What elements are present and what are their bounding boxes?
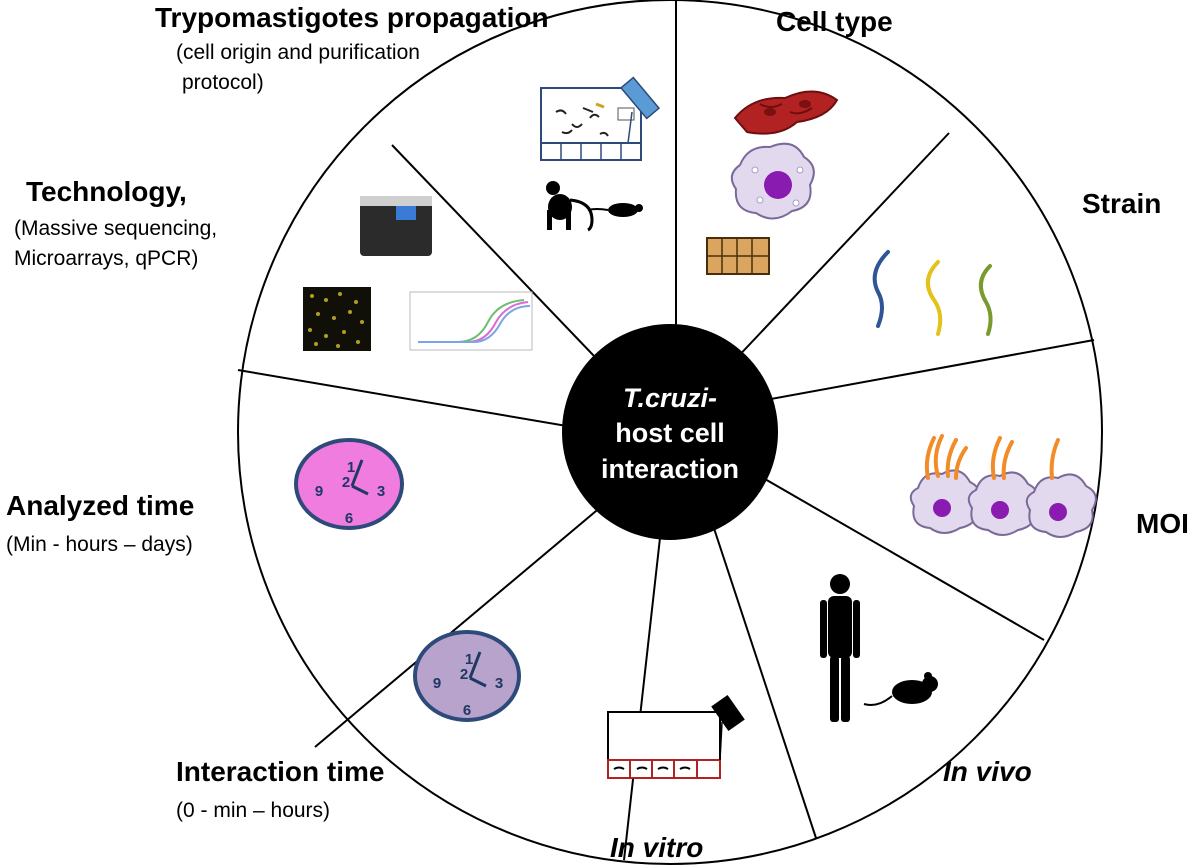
spoke	[623, 501, 665, 861]
center-circle	[562, 324, 778, 540]
clock-number-6: 6	[345, 510, 353, 527]
monkey-icon	[546, 181, 594, 232]
in-vivo-title: In vivo	[943, 756, 1032, 787]
analyzed-clock-face	[294, 438, 404, 530]
wheel-spokes	[237, 0, 1095, 861]
clock-number-3: 3	[495, 675, 503, 692]
clock-number-6: 6	[463, 702, 471, 719]
microarray-spots	[308, 292, 364, 348]
spoke	[737, 339, 1095, 406]
center-line-1: T.cruzi-	[623, 383, 717, 413]
interaction-clock-face	[413, 630, 521, 722]
trypomastigotes-title: Trypomastigotes propagation	[155, 2, 549, 33]
technology-subtitle-1: (Massive sequencing,	[14, 217, 218, 240]
spoke	[703, 497, 817, 839]
microarray-icon	[303, 287, 371, 351]
epithelial-tissue-icon	[706, 237, 770, 275]
trypomastigotes-subtitle-1: (cell origin and purification	[176, 41, 420, 64]
qpcr-curve-icon	[409, 291, 533, 351]
spoke	[731, 459, 1045, 641]
parasite-strain-icon	[872, 250, 993, 336]
clock-number-9: 9	[433, 675, 441, 692]
in-vitro-title: In vitro	[610, 832, 704, 863]
strain-title: Strain	[1082, 188, 1162, 219]
interaction-time-title: Interaction time	[176, 756, 385, 787]
human-silhouette-icon	[820, 574, 860, 722]
clock-icon: 1 3 6 9 2	[413, 630, 521, 722]
spoke	[715, 132, 950, 381]
macrophage-icon	[730, 142, 815, 220]
infected-cell-icon	[909, 434, 981, 534]
red-cell-cluster-icon	[733, 90, 839, 135]
center-line-2: host cell	[615, 418, 725, 448]
analyzed-time-title: Analyzed time	[6, 490, 195, 521]
infected-cell-icon	[1025, 438, 1097, 538]
center-line-3: interaction	[601, 454, 739, 484]
clock-number-12: 1	[465, 651, 473, 668]
clock-number-3: 3	[377, 483, 385, 500]
clock-number-12: 1	[347, 459, 355, 476]
clock-icon: 1 3 6 9 2	[294, 438, 404, 530]
culture-plate-icon	[607, 694, 745, 779]
mouse-icon	[863, 672, 938, 706]
spoke	[237, 369, 603, 433]
clock-number-2: 2	[342, 474, 350, 491]
spoke	[314, 484, 628, 748]
technology-subtitle-2: Microarrays, qPCR)	[14, 247, 199, 270]
spoke	[391, 144, 618, 381]
technology-title: Technology,	[26, 176, 187, 207]
sequencer-icon	[360, 196, 432, 256]
clock-number-9: 9	[315, 483, 323, 500]
rat-icon	[587, 203, 643, 217]
clock-number-2: 2	[460, 666, 468, 683]
cell-type-title: Cell type	[776, 6, 893, 37]
trypomastigotes-subtitle-2: protocol)	[182, 71, 264, 94]
moi-title: MOI	[1136, 508, 1189, 539]
interaction-time-subtitle: (0 - min – hours)	[176, 799, 331, 822]
culture-flask-icon	[540, 76, 661, 161]
analyzed-time-subtitle: (Min - hours – days)	[6, 533, 193, 556]
